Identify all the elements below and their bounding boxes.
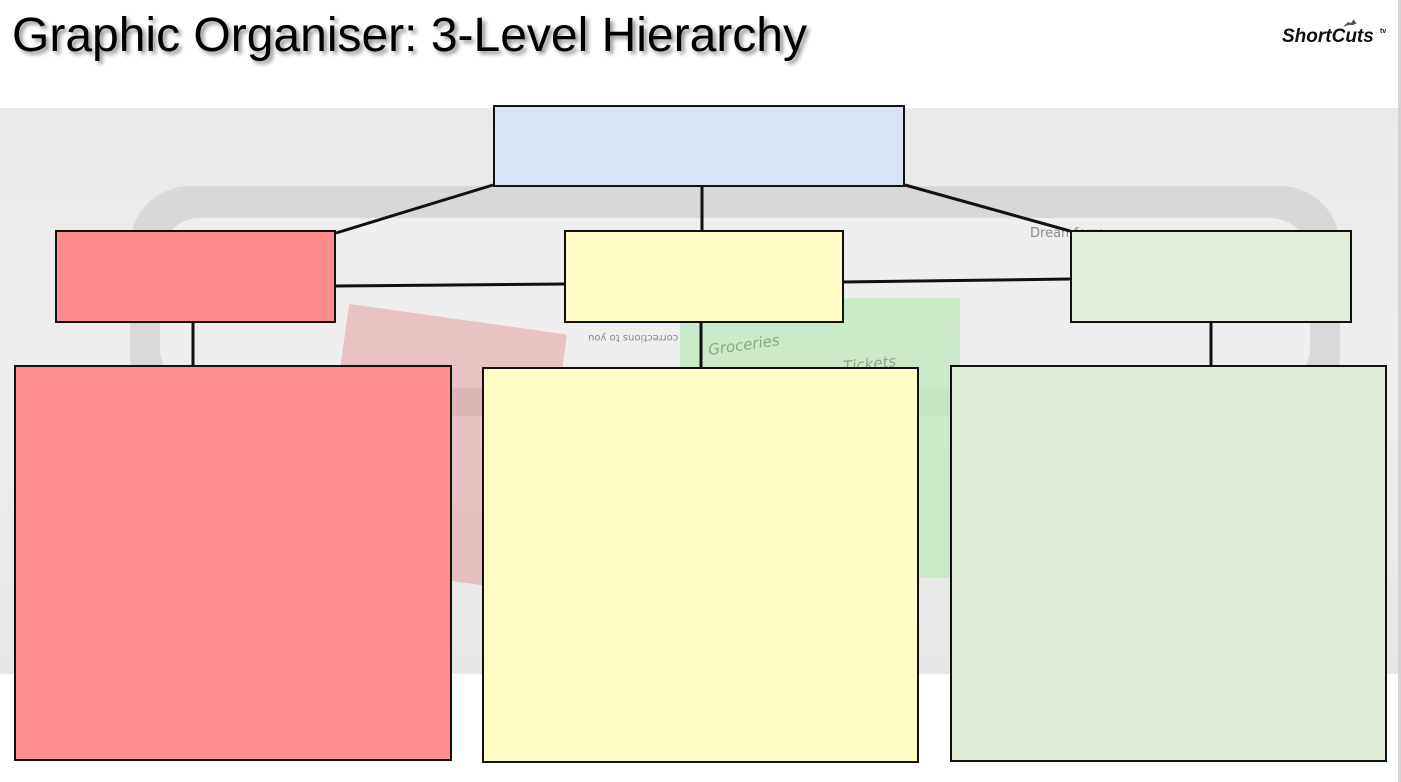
level2-node-left[interactable] <box>55 230 336 323</box>
logo-superscript: tv <box>1380 28 1387 35</box>
connector-mid-right <box>843 277 1071 284</box>
level2-node-right[interactable] <box>1070 230 1352 323</box>
cat-icon <box>1343 19 1357 27</box>
page-title: Graphic Organiser: 3-Level Hierarchy <box>12 9 807 62</box>
root-node[interactable] <box>493 105 905 187</box>
slide-edge <box>1398 0 1401 782</box>
level3-node-right[interactable] <box>950 365 1387 762</box>
connector-left-mid <box>335 282 565 288</box>
connector-root-left <box>335 183 494 235</box>
level3-node-middle[interactable] <box>482 367 919 763</box>
shortcuts-logo: ShortCuts tv <box>1282 19 1394 54</box>
connector-root-right <box>904 183 1071 233</box>
level3-node-left[interactable] <box>14 365 452 761</box>
level2-node-middle[interactable] <box>564 230 844 323</box>
logo-wordmark: ShortCuts <box>1282 26 1374 47</box>
